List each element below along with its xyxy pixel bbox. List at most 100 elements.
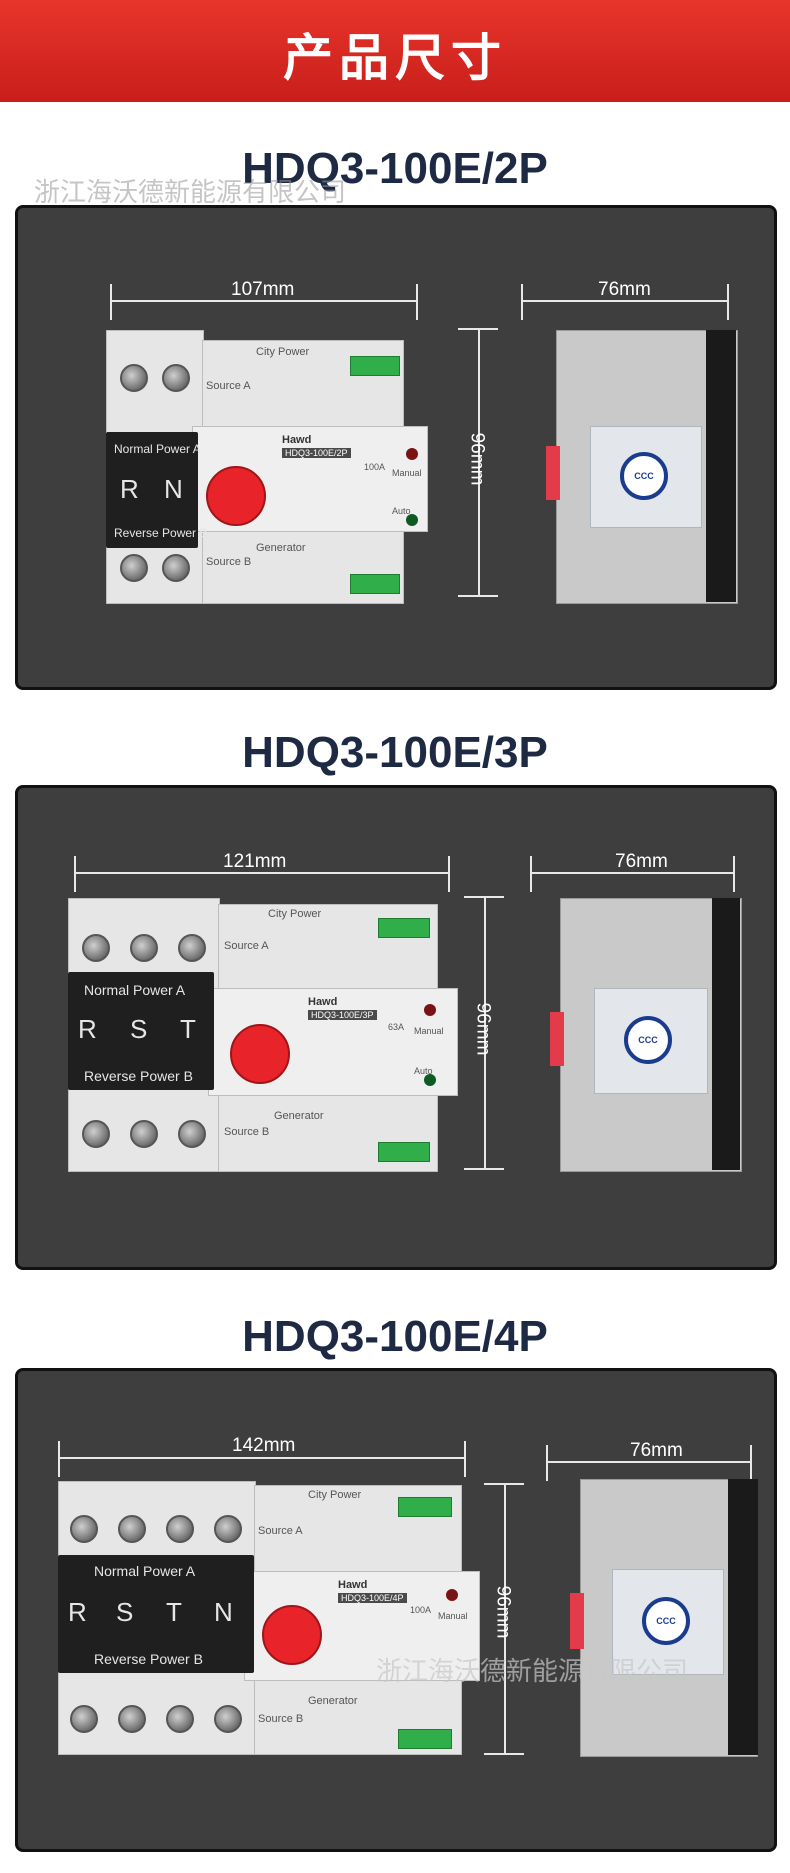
input-terminal xyxy=(350,356,400,376)
width-dim-label: 142mm xyxy=(232,1435,296,1456)
screw-icon xyxy=(118,1515,146,1543)
model-title-3p: HDQ3-100E/3P xyxy=(242,728,548,777)
depth-dim-label: 76mm xyxy=(615,851,668,872)
screw-icon xyxy=(166,1705,194,1733)
side-back-plate xyxy=(712,898,740,1170)
dim-tick-right xyxy=(448,856,450,892)
certification-logo-icon: CCC xyxy=(642,1597,690,1645)
source-b-label: Source B xyxy=(258,1713,304,1725)
header-banner: 产品尺寸 xyxy=(0,0,790,102)
depth-tick-left xyxy=(546,1445,548,1481)
phase-label: R xyxy=(68,1597,87,1627)
depth-dim-label: 76mm xyxy=(630,1440,683,1461)
dim-tick-right xyxy=(416,284,418,320)
brand-label: Hawd xyxy=(338,1579,368,1591)
front-view-4p: Normal Power A R S T N Reverse Power B S… xyxy=(58,1481,480,1755)
screw-icon xyxy=(120,364,148,392)
led-a-icon xyxy=(406,448,418,460)
screw-icon xyxy=(82,934,110,962)
depth-dim-line xyxy=(546,1461,752,1463)
brand-label: Hawd xyxy=(282,434,312,446)
height-tick-bottom xyxy=(484,1753,524,1755)
watermark-bottom: 浙江海沃德新能源有限公司 xyxy=(376,1657,689,1687)
current-rating: 100A xyxy=(410,1605,432,1615)
phase-label: S xyxy=(130,1014,148,1044)
side-knob-edge xyxy=(550,1012,564,1066)
model-title-2p: HDQ3-100E/2P xyxy=(242,144,548,193)
depth-dim-line xyxy=(530,872,735,874)
transfer-knob xyxy=(230,1024,290,1084)
manual-label: Manual xyxy=(414,1026,444,1036)
phase-label: T xyxy=(180,1014,196,1044)
side-view-4p: CCC xyxy=(570,1479,766,1757)
width-dim-line xyxy=(58,1457,466,1459)
screw-icon xyxy=(178,1120,206,1148)
current-rating: 100A xyxy=(364,462,386,472)
depth-tick-right xyxy=(750,1445,752,1481)
phase-label: R xyxy=(120,474,139,504)
output-terminal xyxy=(398,1729,452,1749)
screw-icon xyxy=(118,1705,146,1733)
phase-label-band xyxy=(106,432,198,548)
manual-label: Manual xyxy=(438,1611,468,1621)
transfer-knob xyxy=(206,466,266,526)
dim-tick-left xyxy=(110,284,112,320)
side-view-2p: CCC xyxy=(546,330,746,604)
phase-label: N xyxy=(164,474,183,504)
output-terminal xyxy=(378,1142,430,1162)
source-a-label: Source A xyxy=(258,1525,303,1537)
screw-icon xyxy=(120,554,148,582)
height-dim-label: 96mm xyxy=(472,1002,494,1056)
screw-icon xyxy=(166,1515,194,1543)
auto-label: Auto xyxy=(392,506,411,516)
side-knob-edge xyxy=(570,1593,584,1649)
side-view-3p: CCC xyxy=(550,898,750,1172)
city-power-label: City Power xyxy=(256,346,310,358)
reverse-power-label: Reverse Power B xyxy=(84,1068,193,1084)
led-a-icon xyxy=(446,1589,458,1601)
led-a-icon xyxy=(424,1004,436,1016)
screw-icon xyxy=(70,1705,98,1733)
output-terminal xyxy=(350,574,400,594)
certification-logo-icon: CCC xyxy=(620,452,668,500)
model-plate: HDQ3-100E/3P xyxy=(308,1010,377,1020)
depth-tick-left xyxy=(521,284,523,320)
phase-label-band xyxy=(58,1555,254,1673)
city-power-label: City Power xyxy=(308,1489,362,1501)
width-dim-label: 121mm xyxy=(223,851,287,872)
height-dim-line xyxy=(478,328,480,596)
auto-label: Auto xyxy=(414,1066,433,1076)
generator-label: Generator xyxy=(256,542,306,554)
screw-icon xyxy=(130,1120,158,1148)
depth-dim-label: 76mm xyxy=(598,279,651,300)
watermark-top: 浙江海沃德新能源有限公司 xyxy=(34,178,347,208)
generator-label: Generator xyxy=(274,1110,324,1122)
depth-tick-right xyxy=(727,284,729,320)
led-b-icon xyxy=(424,1074,436,1086)
side-knob-edge xyxy=(546,446,560,500)
source-a-label: Source A xyxy=(224,940,269,952)
normal-power-label: Normal Power A xyxy=(94,1563,196,1579)
side-back-plate xyxy=(728,1479,758,1755)
dimension-panel-4p: 142mm 76mm 96mm Normal Power A R S T N R… xyxy=(15,1368,777,1852)
dimension-panel-3p: 121mm 76mm 96mm Normal Power A R S T Rev… xyxy=(15,785,777,1270)
source-b-label: Source B xyxy=(224,1126,270,1138)
screw-icon xyxy=(70,1515,98,1543)
front-view-2p: Normal Power A R N Reverse Power B Sourc… xyxy=(106,330,428,604)
screw-icon xyxy=(82,1120,110,1148)
screw-icon xyxy=(130,934,158,962)
height-dim-label: 96mm xyxy=(466,432,488,486)
banner-title: 产品尺寸 xyxy=(283,29,507,87)
source-a-label: Source A xyxy=(206,380,251,392)
height-tick-bottom xyxy=(458,595,498,597)
dim-tick-right xyxy=(464,1441,466,1477)
certification-logo-icon: CCC xyxy=(624,1016,672,1064)
width-dim-label: 107mm xyxy=(231,279,295,300)
dim-tick-left xyxy=(74,856,76,892)
screw-icon xyxy=(178,934,206,962)
phase-label: R xyxy=(78,1014,97,1044)
model-plate: HDQ3-100E/2P xyxy=(282,448,351,458)
model-title-4p: HDQ3-100E/4P xyxy=(242,1312,548,1361)
led-b-icon xyxy=(406,514,418,526)
depth-tick-left xyxy=(530,856,532,892)
